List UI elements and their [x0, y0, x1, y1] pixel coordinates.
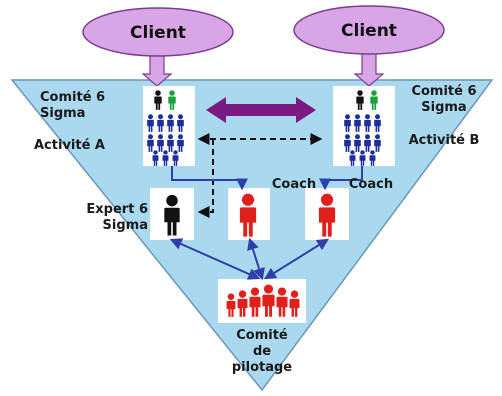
link-coach-left-steering: [247, 237, 265, 281]
expert-label: Expert 6 Sigma: [64, 202, 148, 234]
client-ellipse-left: Client: [82, 7, 234, 57]
committee-right-title: Comité 6 Sigma: [394, 84, 494, 116]
link-coach-right-steering: [263, 238, 330, 280]
expert-label-line2: Sigma: [102, 218, 148, 233]
client-arrow-right: [353, 51, 385, 87]
steering-label: Comité de pilotage: [222, 328, 302, 376]
committee-right-title-line1: Comité 6: [411, 84, 477, 99]
committee-left-subtitle: Activité A: [34, 138, 105, 153]
steering-label-line2: de: [252, 344, 272, 359]
dashed-link-expert: [197, 139, 214, 218]
expert-label-line1: Expert 6: [86, 202, 148, 217]
steering-label-line3: pilotage: [231, 360, 293, 375]
committee-right-title-line2: Sigma: [421, 100, 467, 115]
link-committee-right-coach: [319, 166, 363, 191]
committee-left-title-line1: Comité 6: [40, 90, 106, 105]
link-committee-left-coach: [171, 166, 248, 191]
steering-label-line1: Comité: [236, 328, 288, 343]
link-expert-steering: [169, 238, 261, 280]
collaboration-double-arrow: [206, 97, 316, 123]
committee-left-title: Comité 6 Sigma: [40, 90, 120, 122]
committee-right-subtitle: Activité B: [408, 133, 480, 148]
client-ellipse-right: Client: [293, 5, 445, 55]
coach-label-right: Coach: [348, 177, 394, 192]
client-label-left: Client: [130, 23, 186, 43]
coach-label-left: Coach: [271, 177, 317, 192]
client-label-right: Client: [341, 21, 397, 41]
committee-left-title-line2: Sigma: [40, 106, 86, 121]
